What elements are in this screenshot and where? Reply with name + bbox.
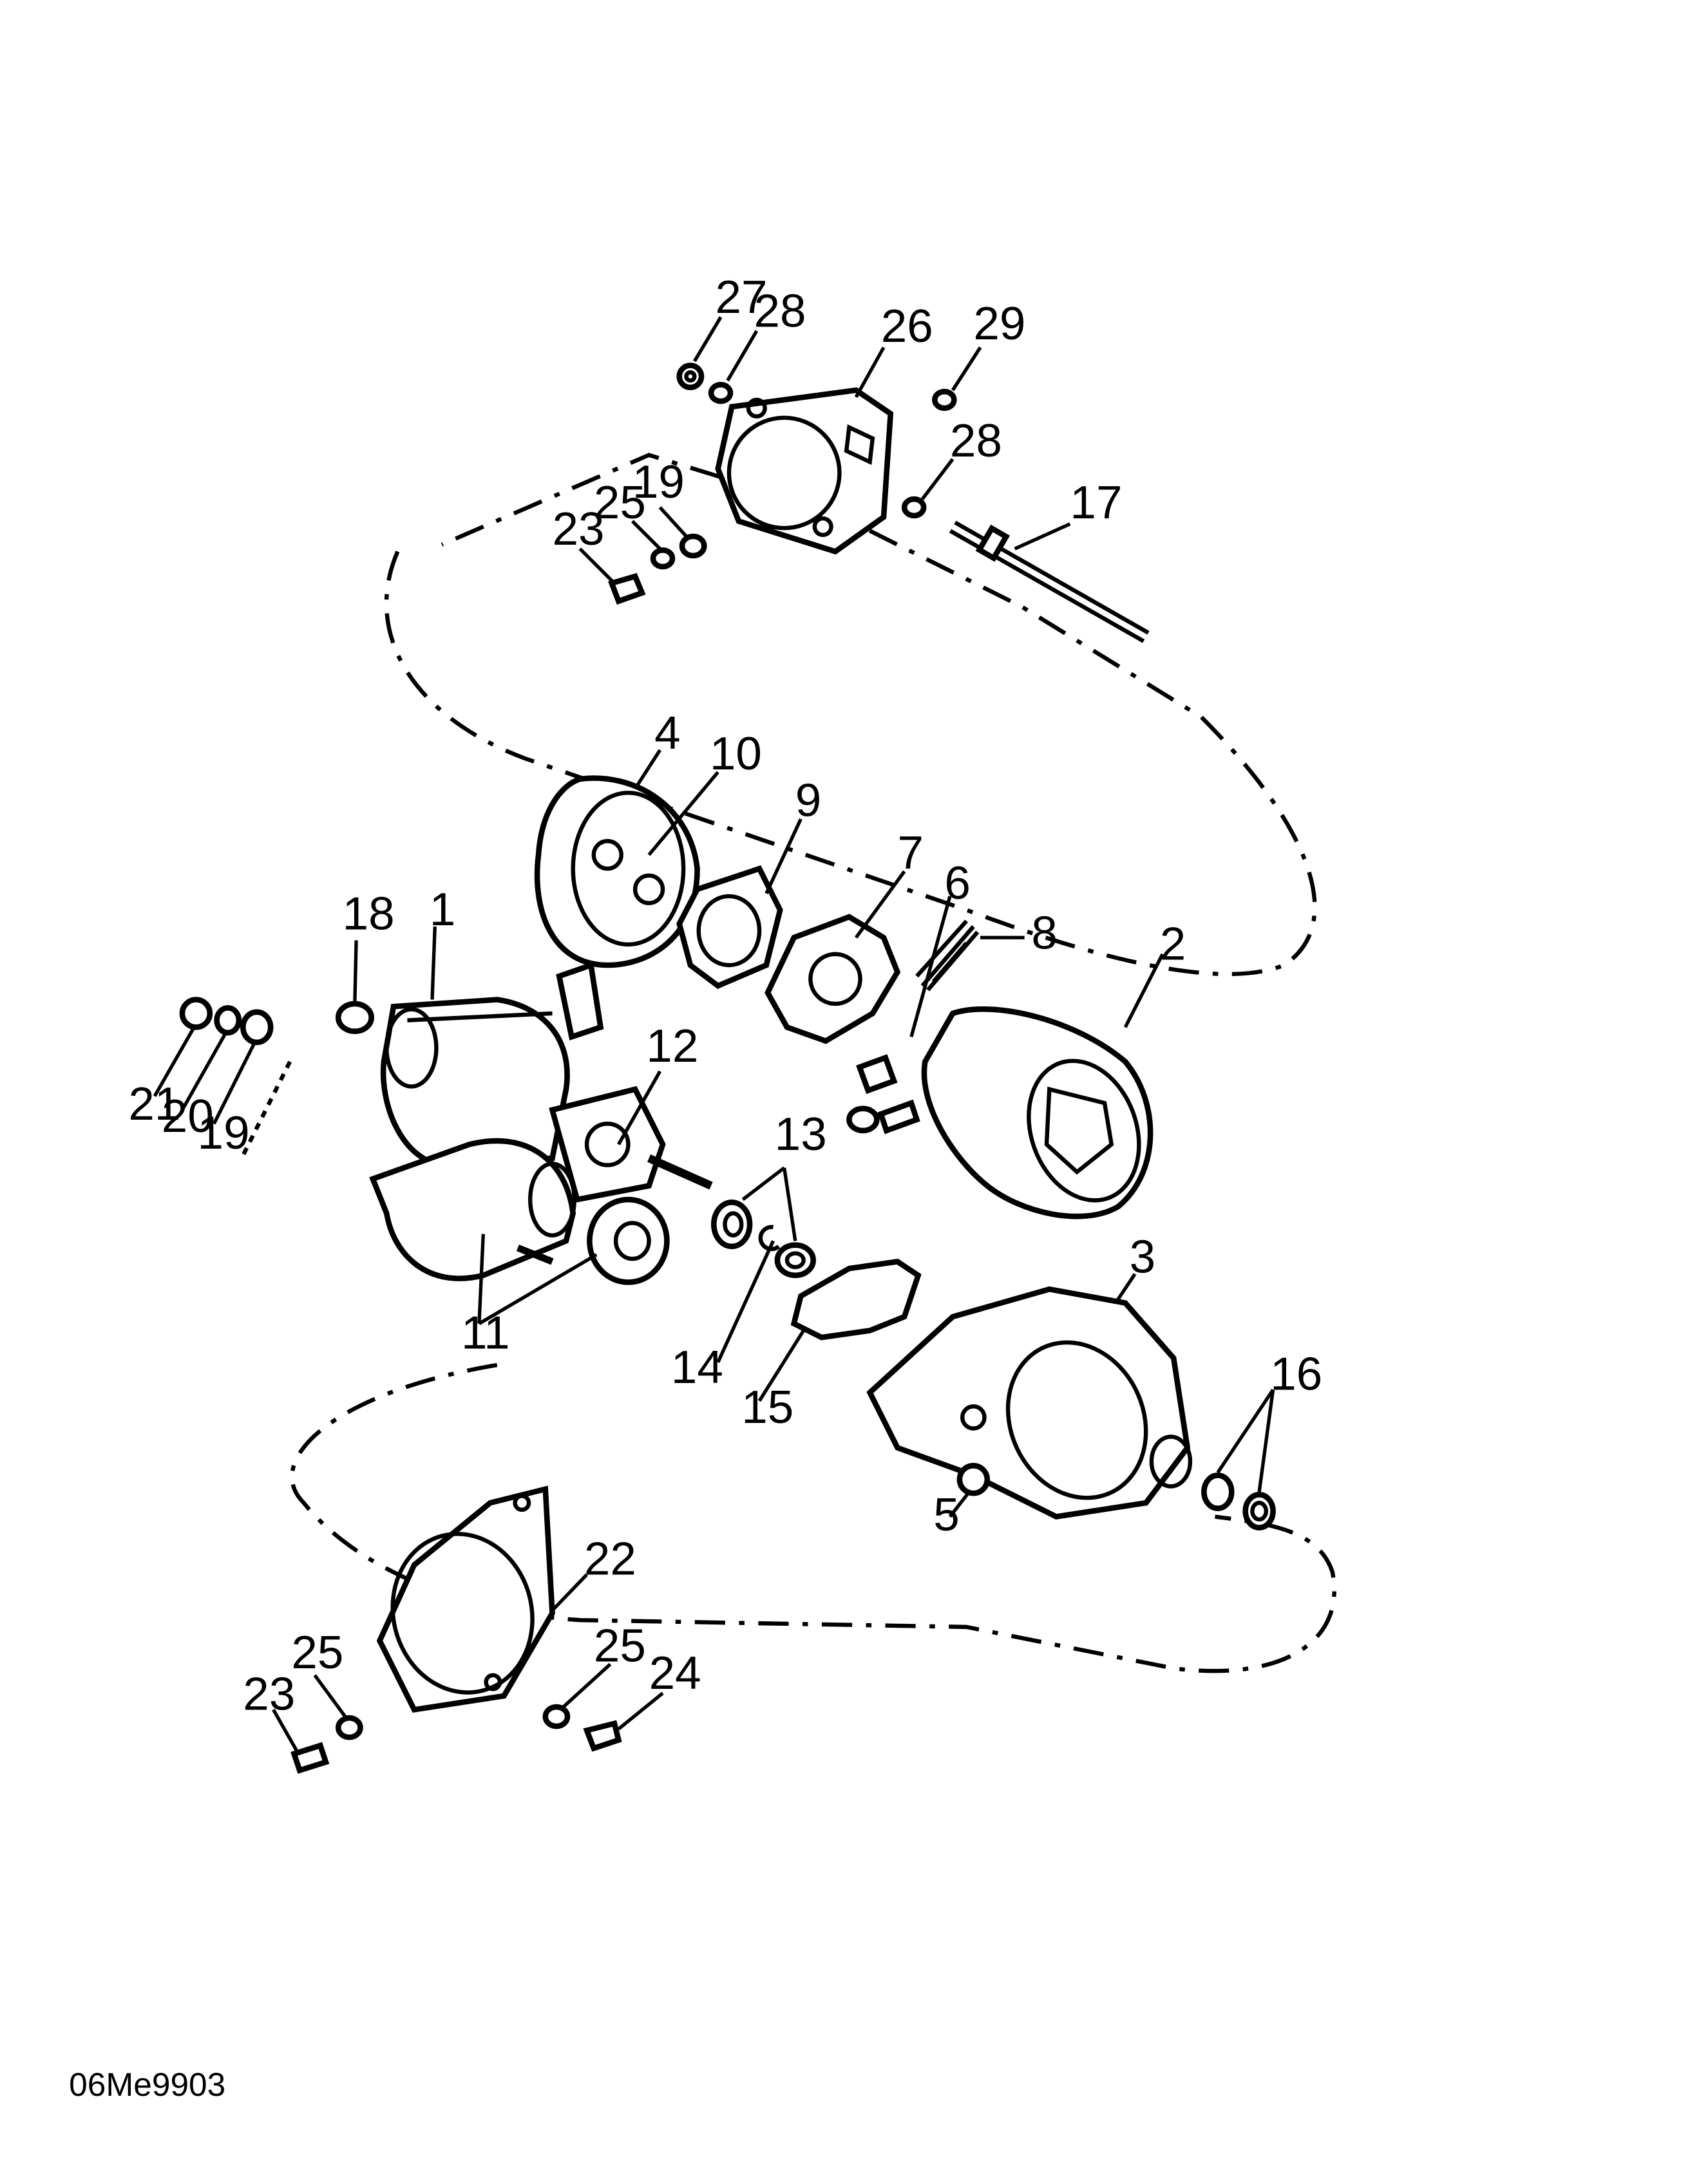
washer-part xyxy=(542,1704,571,1729)
washer-part xyxy=(708,382,734,404)
seal-part xyxy=(335,1001,374,1035)
retaining-ring-part xyxy=(758,1225,781,1252)
washer-part xyxy=(932,388,957,411)
brush-clip-part xyxy=(856,1054,898,1095)
callout-label: 10 xyxy=(710,728,762,780)
screw-part xyxy=(877,1099,920,1134)
spring-part xyxy=(915,919,980,992)
washer-part xyxy=(240,1009,274,1046)
lower-bracket-part xyxy=(376,1485,555,1713)
callout-label: 16 xyxy=(1270,1348,1322,1400)
washer-part xyxy=(846,1106,880,1134)
brush-holder-star-part xyxy=(764,914,901,1044)
callout-label: 20 xyxy=(162,1090,214,1142)
callout-label: 29 xyxy=(973,297,1025,350)
cable-part xyxy=(240,1060,292,1160)
washer-part xyxy=(901,496,927,519)
washer-part xyxy=(335,1715,363,1740)
brush-plate-part xyxy=(676,865,783,990)
callout-label: 24 xyxy=(649,1647,701,1699)
screw-part xyxy=(608,572,646,605)
callout-label: 28 xyxy=(754,285,806,337)
field-frame-part xyxy=(921,1006,1154,1219)
callout-label: 26 xyxy=(881,300,933,352)
callout-label: 25 xyxy=(594,1619,646,1671)
callout-label: 19 xyxy=(198,1107,250,1159)
callout-label: 3 xyxy=(1130,1231,1156,1283)
callout-label: 7 xyxy=(897,827,924,879)
callout-label: 25 xyxy=(594,476,646,529)
callout-label: 21 xyxy=(128,1078,180,1130)
screw-part xyxy=(290,1742,330,1774)
solenoid-part xyxy=(369,1138,577,1281)
bushing-part xyxy=(1201,1473,1235,1511)
drive-housing-part xyxy=(866,1286,1193,1520)
callout-label: 28 xyxy=(950,415,1002,467)
washer-part xyxy=(711,1200,753,1250)
bushing-part xyxy=(1242,1492,1276,1530)
shift-lever-part xyxy=(790,1258,922,1341)
callout-label: 12 xyxy=(646,1020,698,1072)
callout-label: 22 xyxy=(584,1533,636,1585)
upper-bracket-part xyxy=(715,387,894,555)
callout-label: 13 xyxy=(775,1108,827,1160)
armature-part xyxy=(380,997,570,1168)
screw-part xyxy=(583,1720,622,1752)
callout-label: 6 xyxy=(944,857,971,909)
callout-label: 17 xyxy=(1070,476,1122,529)
callout-label: 1 xyxy=(430,883,456,936)
callout-label: 9 xyxy=(795,775,822,827)
brush-holder-part xyxy=(556,961,604,1040)
washer-part xyxy=(774,1242,816,1279)
figure-reference-code: 06Me9903 xyxy=(69,2066,225,2103)
callout-label: 23 xyxy=(243,1668,295,1720)
callout-labels: 1 2 3 4 5 6 7 8 9 10 11 12 13 14 15 16 1… xyxy=(128,271,1322,1720)
callout-label: 27 xyxy=(715,271,767,323)
callout-label: 4 xyxy=(654,707,681,759)
through-bolt-part xyxy=(949,520,1150,643)
plunger-cap-part xyxy=(587,1196,670,1285)
callout-label: 8 xyxy=(1031,907,1058,959)
washer-part xyxy=(679,533,707,559)
callout-label: 11 xyxy=(461,1306,510,1359)
nut-part xyxy=(676,362,705,391)
callout-label: 25 xyxy=(291,1626,343,1679)
upper-alignment-chain xyxy=(384,453,1317,977)
callout-label: 23 xyxy=(553,503,605,555)
end-cover-part xyxy=(534,775,700,968)
callout-label: 2 xyxy=(1160,918,1186,970)
pinion-drive-part xyxy=(549,1086,713,1203)
lockwasher-part xyxy=(214,1005,242,1036)
callout-label: 18 xyxy=(343,887,395,939)
nut-part xyxy=(956,1463,991,1496)
washer-part xyxy=(650,547,676,570)
lower-alignment-chain xyxy=(290,1362,1336,1673)
callout-label: 19 xyxy=(632,456,685,508)
callout-label: 5 xyxy=(933,1489,960,1541)
nut-part xyxy=(179,997,213,1030)
callout-label: 14 xyxy=(671,1341,723,1393)
callout-label: 15 xyxy=(741,1381,793,1433)
leader-lines xyxy=(153,316,1275,1752)
